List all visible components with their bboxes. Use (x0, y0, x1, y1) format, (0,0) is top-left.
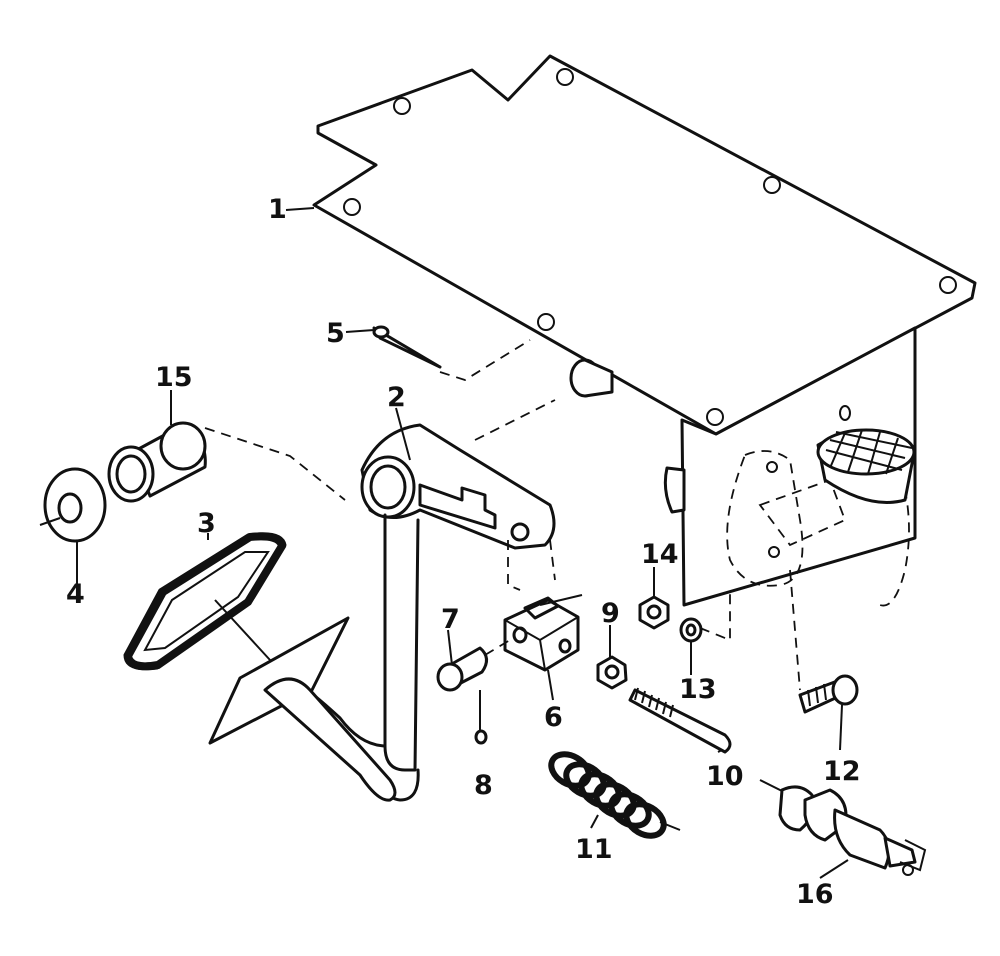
callout-16: 16 (796, 879, 834, 910)
nut-part-9 (596, 655, 628, 690)
callout-11: 11 (575, 834, 613, 865)
washer-part-4 (39, 467, 107, 543)
callout-10: 10 (706, 761, 744, 792)
return-spring-part-11 (548, 751, 681, 839)
callout-4: 4 (66, 579, 85, 610)
clevis-part-6 (503, 594, 583, 672)
pivot-shaft (569, 358, 614, 398)
spring-washer-part-13 (679, 590, 731, 643)
callout-12: 12 (823, 756, 861, 787)
callout-7: 7 (441, 604, 460, 635)
callout-13: 13 (679, 674, 717, 705)
pedal-pad-plate (208, 616, 397, 802)
master-cylinder-icon (726, 405, 917, 607)
bolt-part-12 (789, 569, 859, 714)
callout-3: 3 (197, 508, 216, 539)
callout-6: 6 (544, 702, 563, 733)
callout-2: 2 (387, 382, 406, 413)
split-pin-part-8 (474, 690, 488, 745)
callout-5: 5 (326, 318, 345, 349)
callout-8: 8 (474, 770, 493, 801)
stop-light-switch-part-16 (759, 779, 927, 876)
push-rod-part-10 (628, 687, 732, 754)
mounting-plate-part-1 (312, 54, 977, 607)
callout-9: 9 (601, 598, 620, 629)
callout-14: 14 (641, 539, 679, 570)
bushing-part-15 (107, 421, 346, 503)
clevis-pin-part-7 (436, 639, 511, 692)
cotter-pin-part-5 (372, 325, 531, 381)
lock-nut-part-14 (638, 595, 670, 630)
callout-1: 1 (268, 194, 287, 225)
pedal-lever-part-2 (278, 399, 556, 802)
leader-lines (76, 207, 849, 879)
callout-15: 15 (155, 362, 193, 393)
callout-labels: 1 2 3 4 5 6 7 8 9 10 11 12 13 14 15 16 (66, 194, 861, 910)
pedal-pad-rubber-part-3 (123, 532, 287, 671)
